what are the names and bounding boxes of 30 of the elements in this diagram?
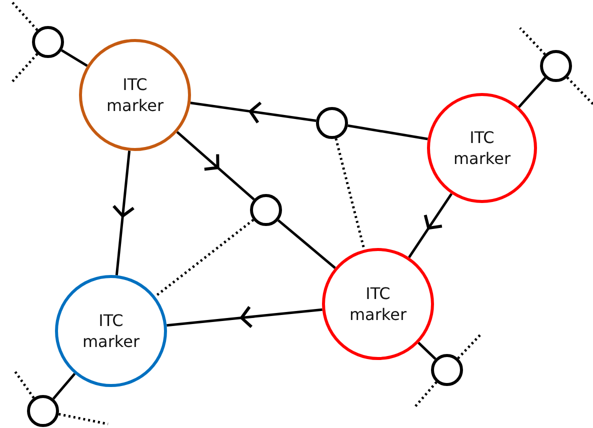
connector-line bbox=[52, 372, 76, 400]
dotted-line bbox=[566, 76, 593, 105]
arrow bbox=[166, 305, 322, 328]
arrow bbox=[176, 131, 255, 200]
arrow bbox=[408, 193, 453, 258]
dotted-line bbox=[457, 332, 483, 360]
small-circle bbox=[431, 354, 463, 386]
connector-line bbox=[518, 77, 546, 108]
small-circle bbox=[540, 50, 572, 82]
connector-line bbox=[418, 342, 436, 360]
arrow bbox=[112, 150, 136, 276]
dotted-line bbox=[154, 218, 254, 298]
dotted-line bbox=[11, 53, 38, 83]
dotted-line bbox=[413, 381, 438, 409]
small-circle bbox=[32, 26, 64, 58]
connector-line bbox=[277, 219, 336, 269]
dotted-line bbox=[58, 412, 108, 426]
node-label: ITC marker bbox=[81, 310, 141, 352]
node-label: ITC marker bbox=[105, 74, 165, 116]
small-circle bbox=[316, 107, 348, 139]
connector-line bbox=[348, 124, 428, 140]
node-label: ITC marker bbox=[348, 283, 408, 325]
dotted-line bbox=[11, 1, 38, 31]
small-circle bbox=[250, 194, 282, 226]
small-circle bbox=[27, 395, 59, 427]
connector-line bbox=[61, 49, 88, 67]
node-label: ITC marker bbox=[452, 127, 512, 169]
dotted-line bbox=[12, 369, 35, 399]
arrow bbox=[190, 101, 316, 124]
dotted-line bbox=[519, 27, 546, 56]
